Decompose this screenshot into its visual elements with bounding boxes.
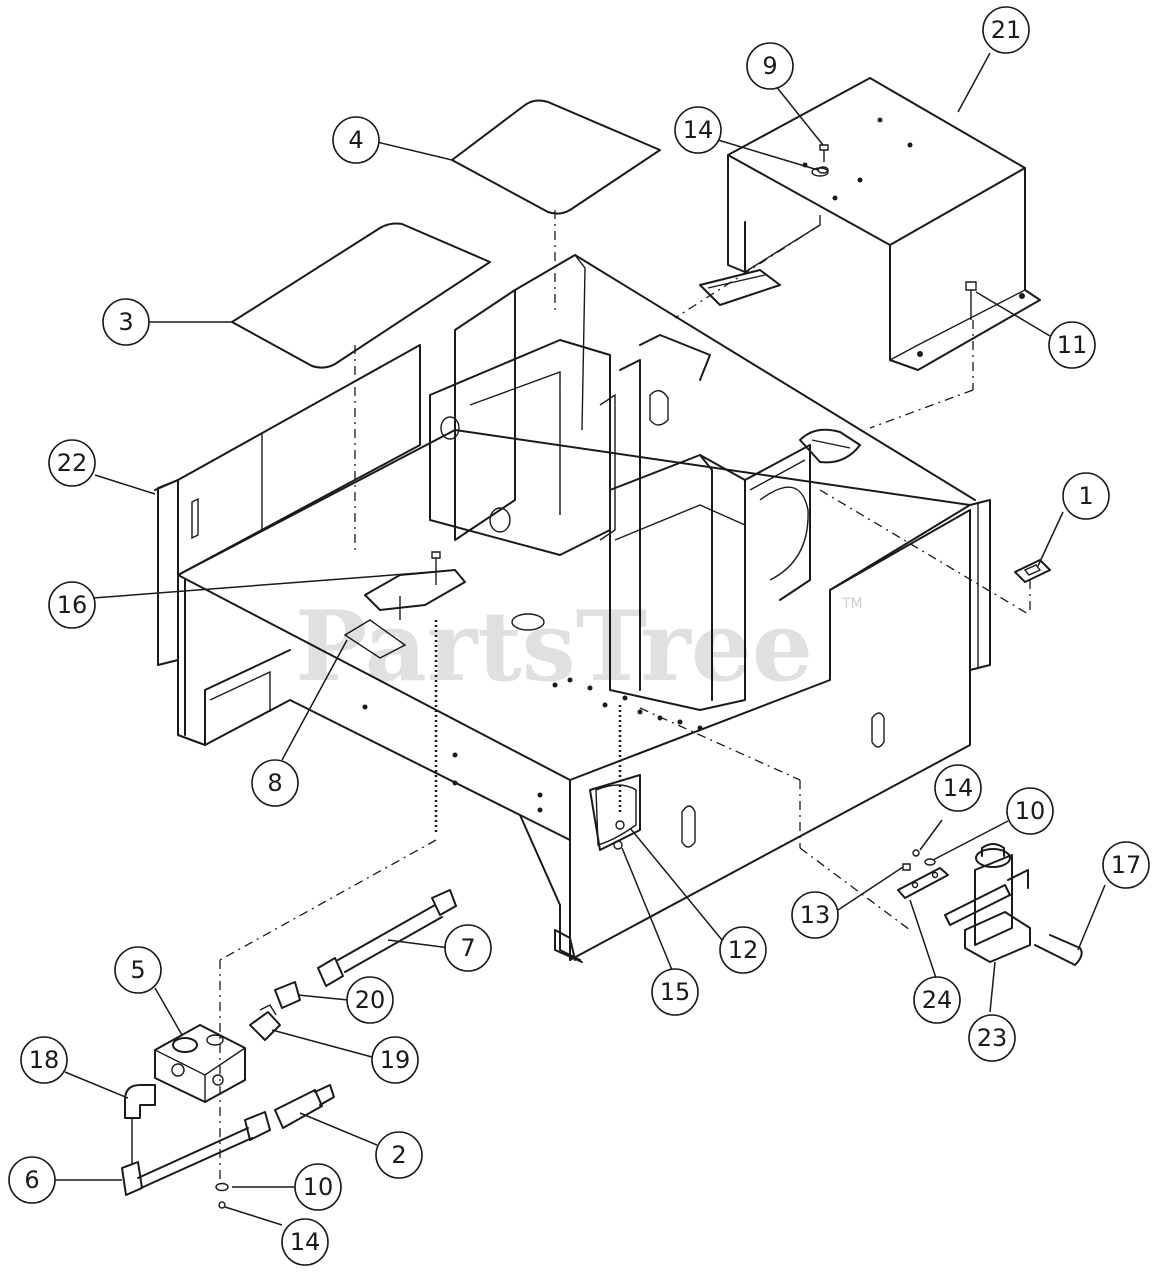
bolt-15 bbox=[613, 840, 623, 850]
assembly-lines bbox=[219, 210, 1031, 1180]
svg-text:8: 8 bbox=[267, 769, 282, 797]
callout-17: 17 bbox=[1102, 841, 1150, 889]
callout-15: 15 bbox=[651, 968, 699, 1016]
callout-18: 18 bbox=[20, 1036, 68, 1084]
washer-10-bottom bbox=[215, 1182, 229, 1192]
svg-text:1: 1 bbox=[1078, 482, 1093, 510]
svg-text:21: 21 bbox=[991, 16, 1022, 44]
callout-20: 20 bbox=[346, 976, 394, 1024]
callout-10-right: 10 bbox=[1006, 787, 1054, 835]
callout-13: 13 bbox=[791, 891, 839, 939]
svg-text:17: 17 bbox=[1111, 851, 1142, 879]
valve-block-5 bbox=[154, 1024, 246, 1103]
jack-23 bbox=[944, 843, 1031, 963]
svg-text:10: 10 bbox=[303, 1173, 334, 1201]
callout-11: 11 bbox=[1048, 321, 1096, 369]
callout-14-top: 14 bbox=[674, 106, 722, 154]
svg-text:2: 2 bbox=[391, 1141, 406, 1169]
callout-14-bottom: 14 bbox=[281, 1218, 329, 1266]
callout-9: 9 bbox=[746, 42, 794, 90]
svg-text:15: 15 bbox=[660, 978, 691, 1006]
callout-7: 7 bbox=[444, 924, 492, 972]
washer-10-right bbox=[924, 858, 936, 866]
svg-text:16: 16 bbox=[57, 591, 88, 619]
main-frame bbox=[154, 254, 991, 963]
svg-text:11: 11 bbox=[1057, 331, 1088, 359]
callout-24: 24 bbox=[913, 976, 961, 1024]
handle-17 bbox=[1034, 934, 1083, 966]
nut-14-bottom bbox=[218, 1201, 226, 1209]
callout-2: 2 bbox=[375, 1131, 423, 1179]
fitting-20 bbox=[274, 981, 301, 1009]
callout-1: 1 bbox=[1062, 472, 1110, 520]
callout-3: 3 bbox=[102, 298, 150, 346]
bracket-24 bbox=[897, 867, 949, 899]
svg-text:14: 14 bbox=[943, 774, 974, 802]
decal-1 bbox=[1014, 559, 1051, 583]
svg-text:22: 22 bbox=[57, 449, 88, 477]
callout-4: 4 bbox=[332, 116, 380, 164]
panel-4 bbox=[451, 99, 661, 215]
callout-12: 12 bbox=[719, 926, 767, 974]
svg-text:19: 19 bbox=[380, 1046, 411, 1074]
svg-text:6: 6 bbox=[24, 1166, 39, 1194]
nut-12 bbox=[615, 820, 625, 830]
nut-14-right bbox=[912, 849, 920, 857]
callout-23: 23 bbox=[968, 1014, 1016, 1062]
hose-7 bbox=[317, 889, 457, 987]
svg-text:18: 18 bbox=[29, 1046, 60, 1074]
svg-text:14: 14 bbox=[683, 116, 714, 144]
callout-8: 8 bbox=[251, 759, 299, 807]
watermark: PartsTree bbox=[295, 590, 813, 703]
svg-text:14: 14 bbox=[290, 1228, 321, 1256]
svg-text:12: 12 bbox=[728, 936, 759, 964]
svg-text:9: 9 bbox=[762, 52, 777, 80]
callout-6: 6 bbox=[8, 1156, 56, 1204]
bolt-11 bbox=[965, 281, 977, 320]
callout-19: 19 bbox=[371, 1036, 419, 1084]
callout-5: 5 bbox=[114, 946, 162, 994]
bolt-13 bbox=[902, 863, 911, 871]
cover-21 bbox=[727, 77, 1041, 371]
svg-text:5: 5 bbox=[130, 956, 145, 984]
svg-text:3: 3 bbox=[118, 308, 133, 336]
callout-22: 22 bbox=[48, 439, 96, 487]
callout-16: 16 bbox=[48, 581, 96, 629]
svg-text:20: 20 bbox=[355, 986, 386, 1014]
svg-text:7: 7 bbox=[460, 934, 475, 962]
svg-text:24: 24 bbox=[922, 986, 953, 1014]
elbow-18 bbox=[124, 1084, 156, 1119]
svg-text:13: 13 bbox=[800, 901, 831, 929]
bolt-16 bbox=[399, 551, 441, 620]
fitting-19 bbox=[249, 1004, 281, 1041]
leader-lines bbox=[55, 52, 1106, 1226]
svg-text:10: 10 bbox=[1015, 797, 1046, 825]
callout-10-bottom: 10 bbox=[294, 1163, 342, 1211]
adapter-2 bbox=[274, 1084, 335, 1129]
watermark-tm: TM bbox=[841, 596, 863, 612]
callout-14-right: 14 bbox=[934, 764, 982, 812]
svg-text:23: 23 bbox=[977, 1024, 1008, 1052]
svg-text:4: 4 bbox=[348, 126, 363, 154]
callout-21: 21 bbox=[982, 6, 1030, 54]
panel-3 bbox=[231, 222, 491, 369]
hose-6 bbox=[121, 1111, 271, 1196]
